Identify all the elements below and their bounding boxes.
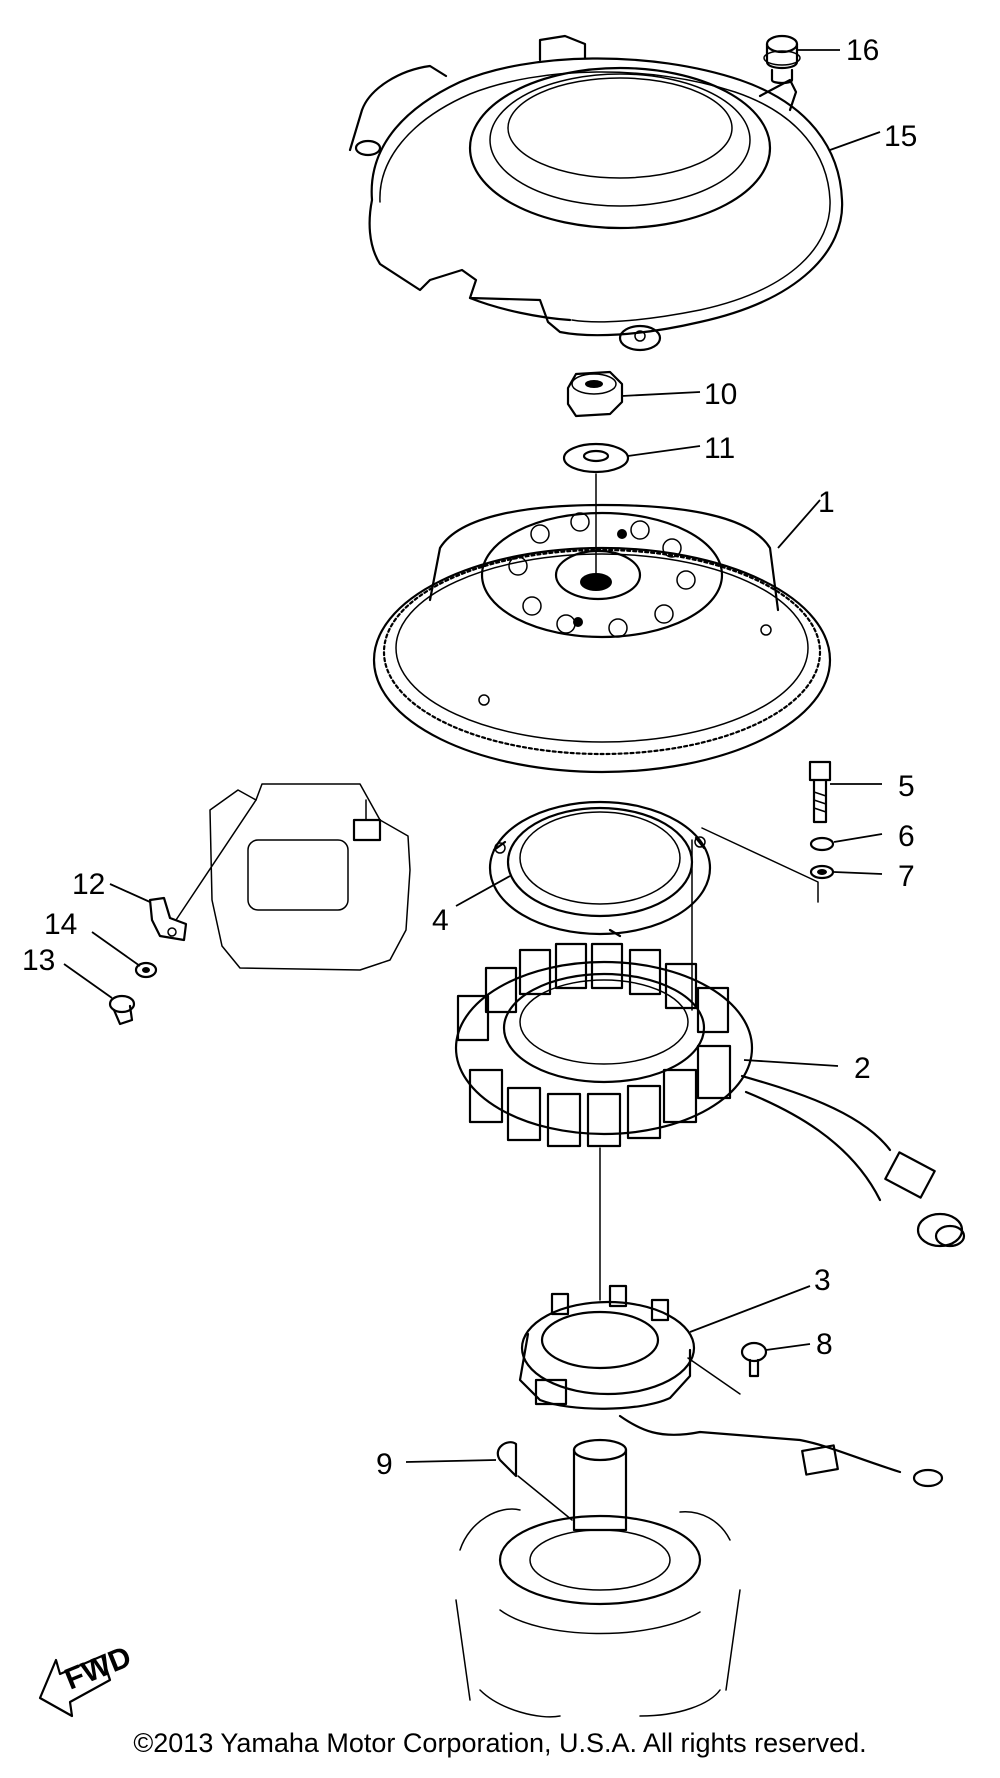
callout-2: 2 (854, 1052, 871, 1085)
callout-15: 15 (884, 120, 917, 153)
flywheel-nut-part (566, 370, 624, 418)
plain-washer-part (809, 864, 835, 880)
callout-16: 16 (846, 34, 879, 67)
callout-13: 13 (22, 944, 55, 977)
screw-13-part (108, 994, 136, 1026)
stator-coil-part (454, 942, 966, 1248)
callout-7: 7 (898, 860, 915, 893)
callout-10: 10 (704, 378, 737, 411)
fwd-label: FWD (60, 1640, 136, 1696)
washer-14-part (134, 961, 158, 979)
fwd-arrow-icon: FWD (38, 1640, 136, 1718)
spring-washer-part (809, 836, 835, 852)
flywheel-cover-part (348, 34, 844, 352)
callout-6: 6 (898, 820, 915, 853)
callout-14: 14 (44, 908, 77, 941)
bracket-reference (209, 783, 411, 971)
washer-part (562, 442, 630, 474)
callout-12: 12 (72, 868, 105, 901)
callout-5: 5 (898, 770, 915, 803)
callout-9: 9 (376, 1448, 393, 1481)
callout-4: 4 (432, 904, 449, 937)
callout-11: 11 (704, 432, 735, 465)
grommet-part (763, 34, 801, 85)
pulser-coil-part (518, 1284, 944, 1488)
bolt-part (808, 760, 832, 824)
engine-block-reference (455, 1438, 741, 1718)
callout-labels: 16 15 10 11 1 5 6 7 4 12 14 13 2 3 8 9 (22, 34, 917, 1481)
stator-base-part (488, 800, 712, 938)
callout-8: 8 (816, 1328, 833, 1361)
leader-lines (63, 49, 883, 1463)
flywheel-rotor-part (372, 503, 832, 774)
woodruff-key-part (496, 1441, 518, 1478)
callout-1: 1 (818, 486, 835, 519)
copyright-notice: ©2013 Yamaha Motor Corporation, U.S.A. A… (133, 1728, 867, 1758)
callout-3: 3 (814, 1264, 831, 1297)
plate-part (148, 896, 188, 942)
screw-part (740, 1341, 768, 1378)
